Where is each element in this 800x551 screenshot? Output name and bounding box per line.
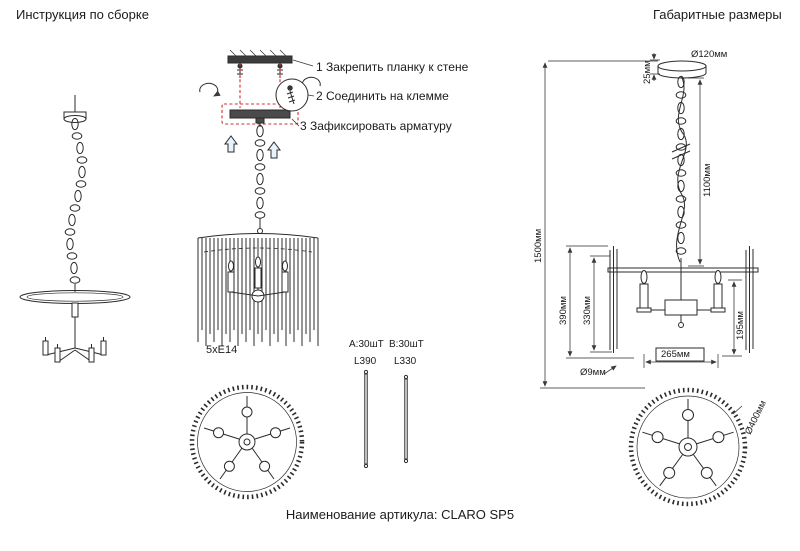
dim-shade-height: 330мм [582,296,593,325]
assembly-step-2: 2 Соединить на клемме [316,89,449,103]
dim-canopy-diameter: Ø120мм [691,49,728,60]
rod-b-length-label: L330 [394,356,417,367]
up-arrow-icon [267,141,281,159]
rod-a-qty-label: А:30шТ [349,339,384,350]
dim-frame-width: 265мм [661,349,690,360]
dimension-drawing [540,53,759,389]
up-arrow-icon [224,135,238,153]
article-name: Наименование артикула: CLARO SP5 [285,507,515,522]
left-section-title: Инструкция по сборке [16,7,149,22]
bottom-view-middle [189,384,305,500]
alignment-guides [239,63,281,108]
rod-b-qty-label: В:30шТ [389,339,424,350]
dim-chain-length: 1100мм [702,163,713,198]
dim-candle-height: 195мм [735,311,746,340]
rotate-arrow-left-icon [199,82,221,97]
right-section-title: Габаритные размеры [653,7,782,22]
assembly-step-1: 1 Закрепить планку к стене [316,60,469,74]
dim-overall-height: 1500мм [533,228,544,263]
assembly-step-3: 3 Зафиксировать арматуру [300,119,452,133]
lamp-count-label: 5хЕ14 [206,344,238,356]
detail-magnifier [275,78,309,112]
bottom-view-right [628,387,748,507]
crystal-shade [197,233,319,346]
rod-a-length-label: L390 [354,356,377,367]
rod-parts-drawing [363,369,409,469]
dim-canopy-height: 25мм [642,60,653,84]
dim-rod-diameter: Ø9мм [580,367,606,378]
left-chandelier-drawing [19,95,131,363]
canopy-bar [229,109,291,119]
dim-frame-height: 390мм [558,296,569,325]
ceiling-plate [227,55,293,64]
assembly-drawing [197,49,321,346]
